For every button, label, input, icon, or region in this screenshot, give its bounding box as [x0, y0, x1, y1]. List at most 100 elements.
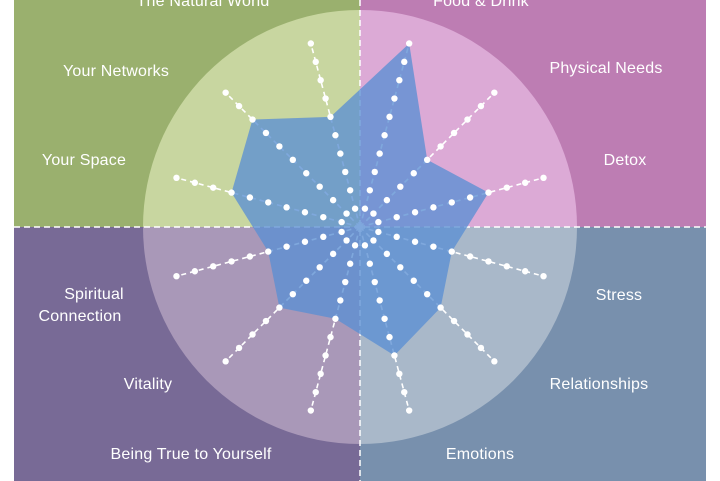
spoke-dot-emotions-6 [327, 333, 334, 341]
label-the-natural-world: The Natural World [137, 0, 270, 10]
spoke-dot-the-natural-world-10 [405, 40, 413, 47]
spoke-dot-food-drink-3 [397, 183, 404, 190]
spoke-dot-stress-4 [410, 277, 417, 284]
spoke-dot-food-drink-4 [410, 170, 417, 177]
spoke-dot-your-space-1 [343, 210, 350, 217]
spoke-dot-physical-needs-3 [411, 209, 419, 216]
spoke-dot-stress-1 [370, 237, 377, 244]
spoke-dot-the-natural-world-7 [391, 95, 398, 102]
spoke-dot-spiritual-connection-8 [209, 184, 217, 191]
spoke-dot-being-true-to-yourself-2 [329, 250, 337, 258]
spoke-dot-your-space-7 [262, 129, 270, 137]
spoke-dot-detox-8 [503, 263, 511, 270]
spoke-dot-emotions-2 [346, 260, 354, 267]
spoke-dot-your-networks-10 [307, 40, 315, 47]
spoke-dot-your-space-9 [235, 102, 243, 110]
spoke-dot-your-space-2 [329, 196, 337, 204]
spoke-dot-your-networks-2 [346, 187, 354, 194]
spoke-dot-your-networks-8 [317, 76, 324, 84]
spoke-dot-being-true-to-yourself-6 [276, 304, 283, 311]
spoke-dot-physical-needs-8 [503, 184, 511, 191]
spoke-dot-emotions-5 [332, 315, 339, 322]
spoke-dot-detox-4 [430, 243, 437, 250]
spoke-dot-relationships-3 [371, 278, 378, 286]
spoke-dot-physical-needs-10 [540, 174, 547, 182]
spoke-dot-being-true-to-yourself-3 [316, 264, 323, 271]
spoke-dot-the-natural-world-2 [366, 187, 374, 194]
spoke-dot-emotions-3 [342, 278, 349, 286]
label-food-drink: Food & Drink [433, 0, 530, 10]
spoke-dot-spiritual-connection-4 [283, 204, 290, 211]
spoke-dot-food-drink-7 [450, 129, 458, 137]
spoke-dot-vitality-7 [228, 258, 235, 265]
spoke-dot-food-drink-6 [437, 143, 444, 150]
spoke-dot-detox-9 [521, 268, 529, 275]
label-your-space: Your Space [42, 152, 126, 169]
spoke-dot-vitality-10 [173, 272, 180, 280]
spoke-dot-relationships-7 [391, 352, 398, 359]
spoke-dot-food-drink-1 [370, 210, 377, 217]
spoke-dot-food-drink-10 [491, 89, 498, 96]
spoke-dot-physical-needs-1 [375, 218, 382, 226]
spoke-dot-being-true-to-yourself-9 [235, 344, 243, 352]
label-vitality: Vitality [124, 376, 172, 393]
spoke-dot-being-true-to-yourself-1 [343, 237, 350, 244]
label-detox: Detox [604, 152, 647, 169]
spoke-dot-vitality-5 [265, 248, 272, 255]
spoke-dot-spiritual-connection-3 [301, 209, 309, 216]
spoke-dot-detox-10 [540, 272, 547, 280]
spoke-dot-detox-7 [485, 258, 492, 265]
spoke-dot-detox-5 [448, 248, 455, 255]
spoke-dot-emotions-4 [337, 297, 344, 304]
spoke-dot-relationships-8 [396, 370, 403, 378]
spoke-dot-relationships-5 [381, 315, 388, 322]
spoke-dot-vitality-4 [283, 243, 290, 250]
spoke-dot-the-natural-world-1 [361, 205, 369, 212]
spoke-dot-the-natural-world-3 [371, 168, 378, 176]
label-being-true-to-yourself: Being True to Yourself [111, 446, 272, 463]
spoke-dot-vitality-8 [209, 263, 217, 270]
label-physical-needs: Physical Needs [549, 60, 662, 77]
spoke-dot-your-networks-7 [322, 95, 329, 102]
spoke-dot-stress-5 [423, 290, 431, 298]
spoke-dot-your-space-6 [276, 143, 283, 150]
spoke-dot-being-true-to-yourself-10 [222, 358, 229, 365]
value-area [231, 43, 489, 356]
spoke-dot-your-networks-3 [342, 168, 349, 176]
spoke-dot-spiritual-connection-2 [320, 213, 327, 221]
spoke-dot-the-natural-world-4 [376, 150, 383, 157]
spoke-dot-spiritual-connection-6 [246, 194, 254, 201]
spoke-dot-your-space-5 [289, 156, 297, 164]
spoke-dot-stress-6 [437, 304, 444, 311]
spoke-dot-emotions-9 [312, 388, 319, 396]
spoke-dot-food-drink-2 [383, 196, 391, 204]
spoke-dot-relationships-4 [376, 297, 383, 304]
spoke-dot-being-true-to-yourself-5 [289, 290, 297, 298]
spoke-dot-physical-needs-6 [466, 194, 474, 201]
label-emotions: Emotions [446, 446, 514, 463]
spoke-dot-emotions-7 [322, 352, 329, 359]
spoke-dot-relationships-1 [361, 242, 369, 249]
spoke-dot-your-networks-9 [312, 58, 319, 66]
spoke-dot-stress-2 [383, 250, 391, 258]
label-stress: Stress [596, 287, 643, 304]
spoke-dot-the-natural-world-9 [401, 58, 408, 66]
spoke-dot-vitality-3 [301, 238, 309, 245]
spoke-dot-stress-7 [450, 317, 458, 325]
spoke-dot-your-networks-6 [327, 113, 334, 121]
spoke-dot-being-true-to-yourself-8 [249, 331, 256, 338]
spoke-dot-emotions-1 [351, 242, 359, 249]
spoke-dot-detox-3 [411, 238, 419, 245]
spoke-dot-the-natural-world-8 [396, 76, 403, 84]
spoke-dot-detox-6 [466, 253, 474, 260]
spoke-dot-spiritual-connection-10 [173, 174, 180, 182]
spoke-dot-the-natural-world-5 [381, 132, 388, 139]
spoke-dot-your-space-3 [316, 183, 323, 190]
spoke-dot-physical-needs-5 [448, 199, 455, 206]
spoke-dot-spiritual-connection-1 [338, 218, 345, 226]
label-spiritual-connection-line1: Spiritual [64, 286, 124, 303]
spoke-dot-stress-9 [477, 344, 485, 352]
spoke-dot-spiritual-connection-9 [191, 179, 199, 186]
label-spiritual-connection-line2: Connection [39, 308, 122, 325]
spoke-dot-vitality-6 [246, 253, 254, 260]
